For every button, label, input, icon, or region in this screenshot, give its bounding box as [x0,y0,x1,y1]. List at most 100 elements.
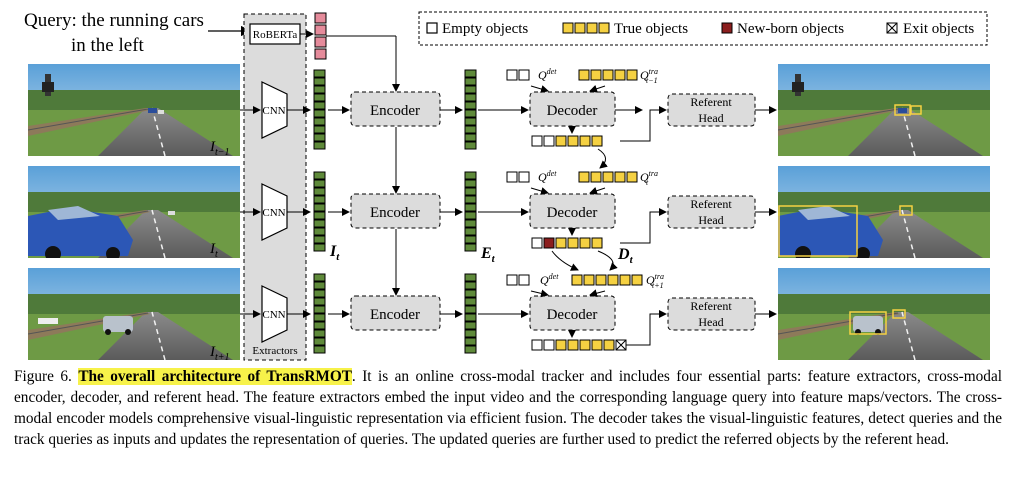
true-query-cell [607,274,619,286]
feature-cell [464,297,477,306]
feature-cell [313,345,326,354]
exit-object-swatch [886,22,898,34]
empty-query-cell [506,69,518,81]
feature-cell [313,93,326,102]
visual-feature-cur [313,171,326,252]
feature-cell [313,125,326,134]
feature-cell [313,187,326,196]
output-frame-next [778,268,990,360]
feature-cell [464,69,477,78]
legend: Empty objects True objects New-born obje… [418,11,988,46]
qdet-label-prev: Qdet [538,67,557,82]
referent-label-cur-2: Head [698,213,723,227]
feature-cell [313,243,326,252]
feature-cell [464,321,477,330]
decoder-label-cur: Decoder [547,205,598,221]
true-query-cell [555,237,567,249]
empty-object-swatch [426,22,438,34]
true-query-cell [567,237,579,249]
feature-cell [313,109,326,118]
true-query-cell [579,339,591,351]
feature-cell [313,133,326,142]
decoder-block-prev [529,91,616,127]
qdet-label-cur: Qdet [538,169,557,184]
referent-label-cur-1: Referent [690,197,732,211]
query-line-2: in the left [71,35,145,56]
empty-query-cell [531,339,543,351]
decoder-block-next [529,295,616,331]
feature-cell [464,117,477,126]
feature-cell [313,195,326,204]
feature-cell [464,203,477,212]
feature-cell [464,93,477,102]
figure-caption: Figure 6. The overall architecture of Tr… [14,366,1002,450]
decoder-label-next: Decoder [547,307,598,323]
feature-cell [464,133,477,142]
feature-cell [464,77,477,86]
qdet-label-next: Qdet [540,272,559,287]
feature-cell [464,187,477,196]
feature-E-symbol: Et [480,245,496,265]
encoded-feature-next [464,273,477,354]
legend-exit: Exit objects [903,21,974,37]
true-query-cell [579,135,591,147]
extractors-label: Extractors [252,345,297,357]
svg-text:CNN: CNN [262,105,285,117]
encoded-feature-cur [464,171,477,252]
true-query-cell [571,274,583,286]
feature-cell [464,195,477,204]
caption-title: The overall architecture of TransRMOT [78,368,352,385]
empty-query-cell [506,274,518,286]
empty-query-cell [543,339,555,351]
empty-query-cell [531,237,543,249]
feature-cell [313,203,326,212]
feature-cell [313,171,326,180]
empty-query-cell [518,171,530,183]
true-query-cell [578,69,590,81]
true-query-cell [631,274,643,286]
feature-cell [313,313,326,322]
true-query-cell [567,339,579,351]
frame-prev-symbol: It−1 [209,139,230,158]
true-query-cell [626,69,638,81]
feature-cell [313,235,326,244]
true-query-cell [614,171,626,183]
referent-head-prev [667,93,756,127]
feature-cell [464,345,477,354]
feature-cell [464,171,477,180]
true-query-cell [619,274,631,286]
true-query-cell [591,135,603,147]
feature-cell [313,305,326,314]
referent-label-prev-1: Referent [690,95,732,109]
feature-cell [313,273,326,282]
referent-label-next-1: Referent [690,299,732,313]
feature-cell [313,141,326,150]
feature-cell [464,243,477,252]
svg-text:CNN: CNN [262,207,285,219]
true-query-cell [602,171,614,183]
feature-cell [313,69,326,78]
feature-cell [313,329,326,338]
frame-next-symbol: It+1 [209,344,230,362]
feature-cell [464,227,477,236]
encoder-block-cur [350,193,441,229]
caption-label: Figure 6. [14,368,72,385]
feature-cell [464,305,477,314]
true-query-cell [567,135,579,147]
feature-cell [464,329,477,338]
feature-cell [313,85,326,94]
encoder-label-cur: Encoder [370,205,420,221]
feature-cell [313,77,326,86]
encoder-block-prev [350,91,441,127]
feature-cell [464,219,477,228]
encoder-label-prev: Encoder [370,103,420,119]
feature-cell [464,289,477,298]
feature-cell [464,85,477,94]
true-query-cell [590,69,602,81]
feature-cell [464,125,477,134]
visual-feature-next [313,273,326,354]
feature-cell [313,297,326,306]
true-query-cell [614,69,626,81]
output-frame-prev [778,64,990,156]
